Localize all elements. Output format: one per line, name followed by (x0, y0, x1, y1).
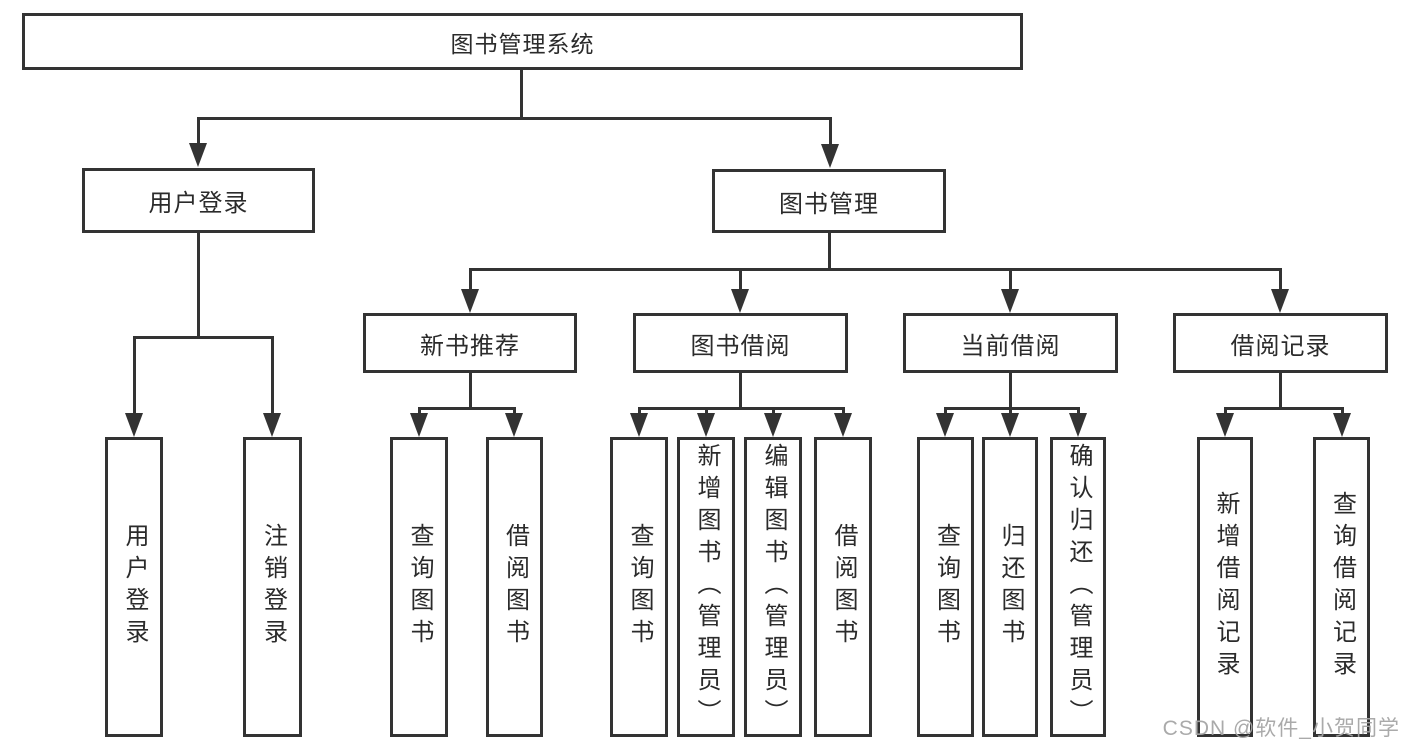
connector-line (1224, 407, 1343, 410)
leaf-edit-book-admin: 编辑图书（管理员） (744, 437, 802, 737)
connector-line (513, 407, 516, 415)
connector-line (705, 407, 708, 415)
connector-line (1279, 268, 1282, 292)
connector-line (638, 407, 844, 410)
arrow-down-icon (461, 289, 479, 313)
arrow-down-icon (764, 413, 782, 437)
arrow-down-icon (731, 289, 749, 313)
connector-line (1077, 407, 1080, 415)
arrow-down-icon (189, 143, 207, 167)
connector-line (520, 69, 523, 118)
leaf-query-books-borrowing: 查询图书 (610, 437, 668, 737)
leaf-return-books: 归还图书 (982, 437, 1038, 737)
arrow-down-icon (1333, 413, 1351, 437)
connector-line (1009, 268, 1012, 292)
connector-line (197, 117, 832, 120)
node-book-management-branch: 图书管理 (712, 169, 946, 233)
connector-line (418, 407, 421, 415)
arrow-down-icon (505, 413, 523, 437)
arrow-down-icon (1271, 289, 1289, 313)
node-borrowing-records: 借阅记录 (1173, 313, 1388, 373)
leaf-borrow-books-borrowing: 借阅图书 (814, 437, 872, 737)
connector-line (133, 336, 273, 339)
connector-line (1009, 407, 1012, 415)
leaf-user-login: 用户登录 (105, 437, 163, 737)
connector-line (469, 268, 472, 292)
connector-line (828, 233, 831, 270)
connector-line (1009, 373, 1012, 409)
leaf-confirm-return-admin: 确认归还（管理员） (1050, 437, 1106, 737)
connector-line (1279, 373, 1282, 409)
connector-line (1341, 407, 1344, 415)
arrow-down-icon (263, 413, 281, 437)
leaf-borrow-books-recommend: 借阅图书 (486, 437, 543, 737)
connector-line (133, 336, 136, 415)
connector-line (638, 407, 641, 415)
arrow-down-icon (410, 413, 428, 437)
leaf-add-book-admin: 新增图书（管理员） (677, 437, 735, 737)
node-current-borrowing: 当前借阅 (903, 313, 1118, 373)
connector-line (271, 336, 274, 415)
node-library-management-system: 图书管理系统 (22, 13, 1023, 70)
connector-line (469, 268, 1282, 271)
arrow-down-icon (936, 413, 954, 437)
leaf-logout: 注销登录 (243, 437, 302, 737)
connector-line (469, 373, 472, 409)
connector-line (197, 117, 200, 145)
leaf-query-books-recommend: 查询图书 (390, 437, 448, 737)
leaf-query-borrow-record: 查询借阅记录 (1313, 437, 1370, 737)
leaf-add-borrow-record: 新增借阅记录 (1197, 437, 1253, 737)
arrow-down-icon (1001, 289, 1019, 313)
arrow-down-icon (630, 413, 648, 437)
arrow-down-icon (1069, 413, 1087, 437)
node-new-book-recommend: 新书推荐 (363, 313, 577, 373)
arrow-down-icon (1216, 413, 1234, 437)
connector-line (842, 407, 845, 415)
arrow-down-icon (834, 413, 852, 437)
arrow-down-icon (1001, 413, 1019, 437)
connector-line (1224, 407, 1227, 415)
leaf-query-books-current: 查询图书 (917, 437, 974, 737)
node-user-login-branch: 用户登录 (82, 168, 315, 233)
connector-line (739, 268, 742, 292)
arrow-down-icon (125, 413, 143, 437)
arrow-down-icon (821, 144, 839, 168)
connector-line (772, 407, 775, 415)
connector-line (944, 407, 947, 415)
node-book-borrowing: 图书借阅 (633, 313, 848, 373)
connector-line (739, 373, 742, 409)
arrow-down-icon (697, 413, 715, 437)
connector-line (197, 232, 200, 338)
connector-line (418, 407, 516, 410)
csdn-watermark: CSDN @软件_小贺同学 (1162, 717, 1400, 740)
connector-line (829, 117, 832, 145)
